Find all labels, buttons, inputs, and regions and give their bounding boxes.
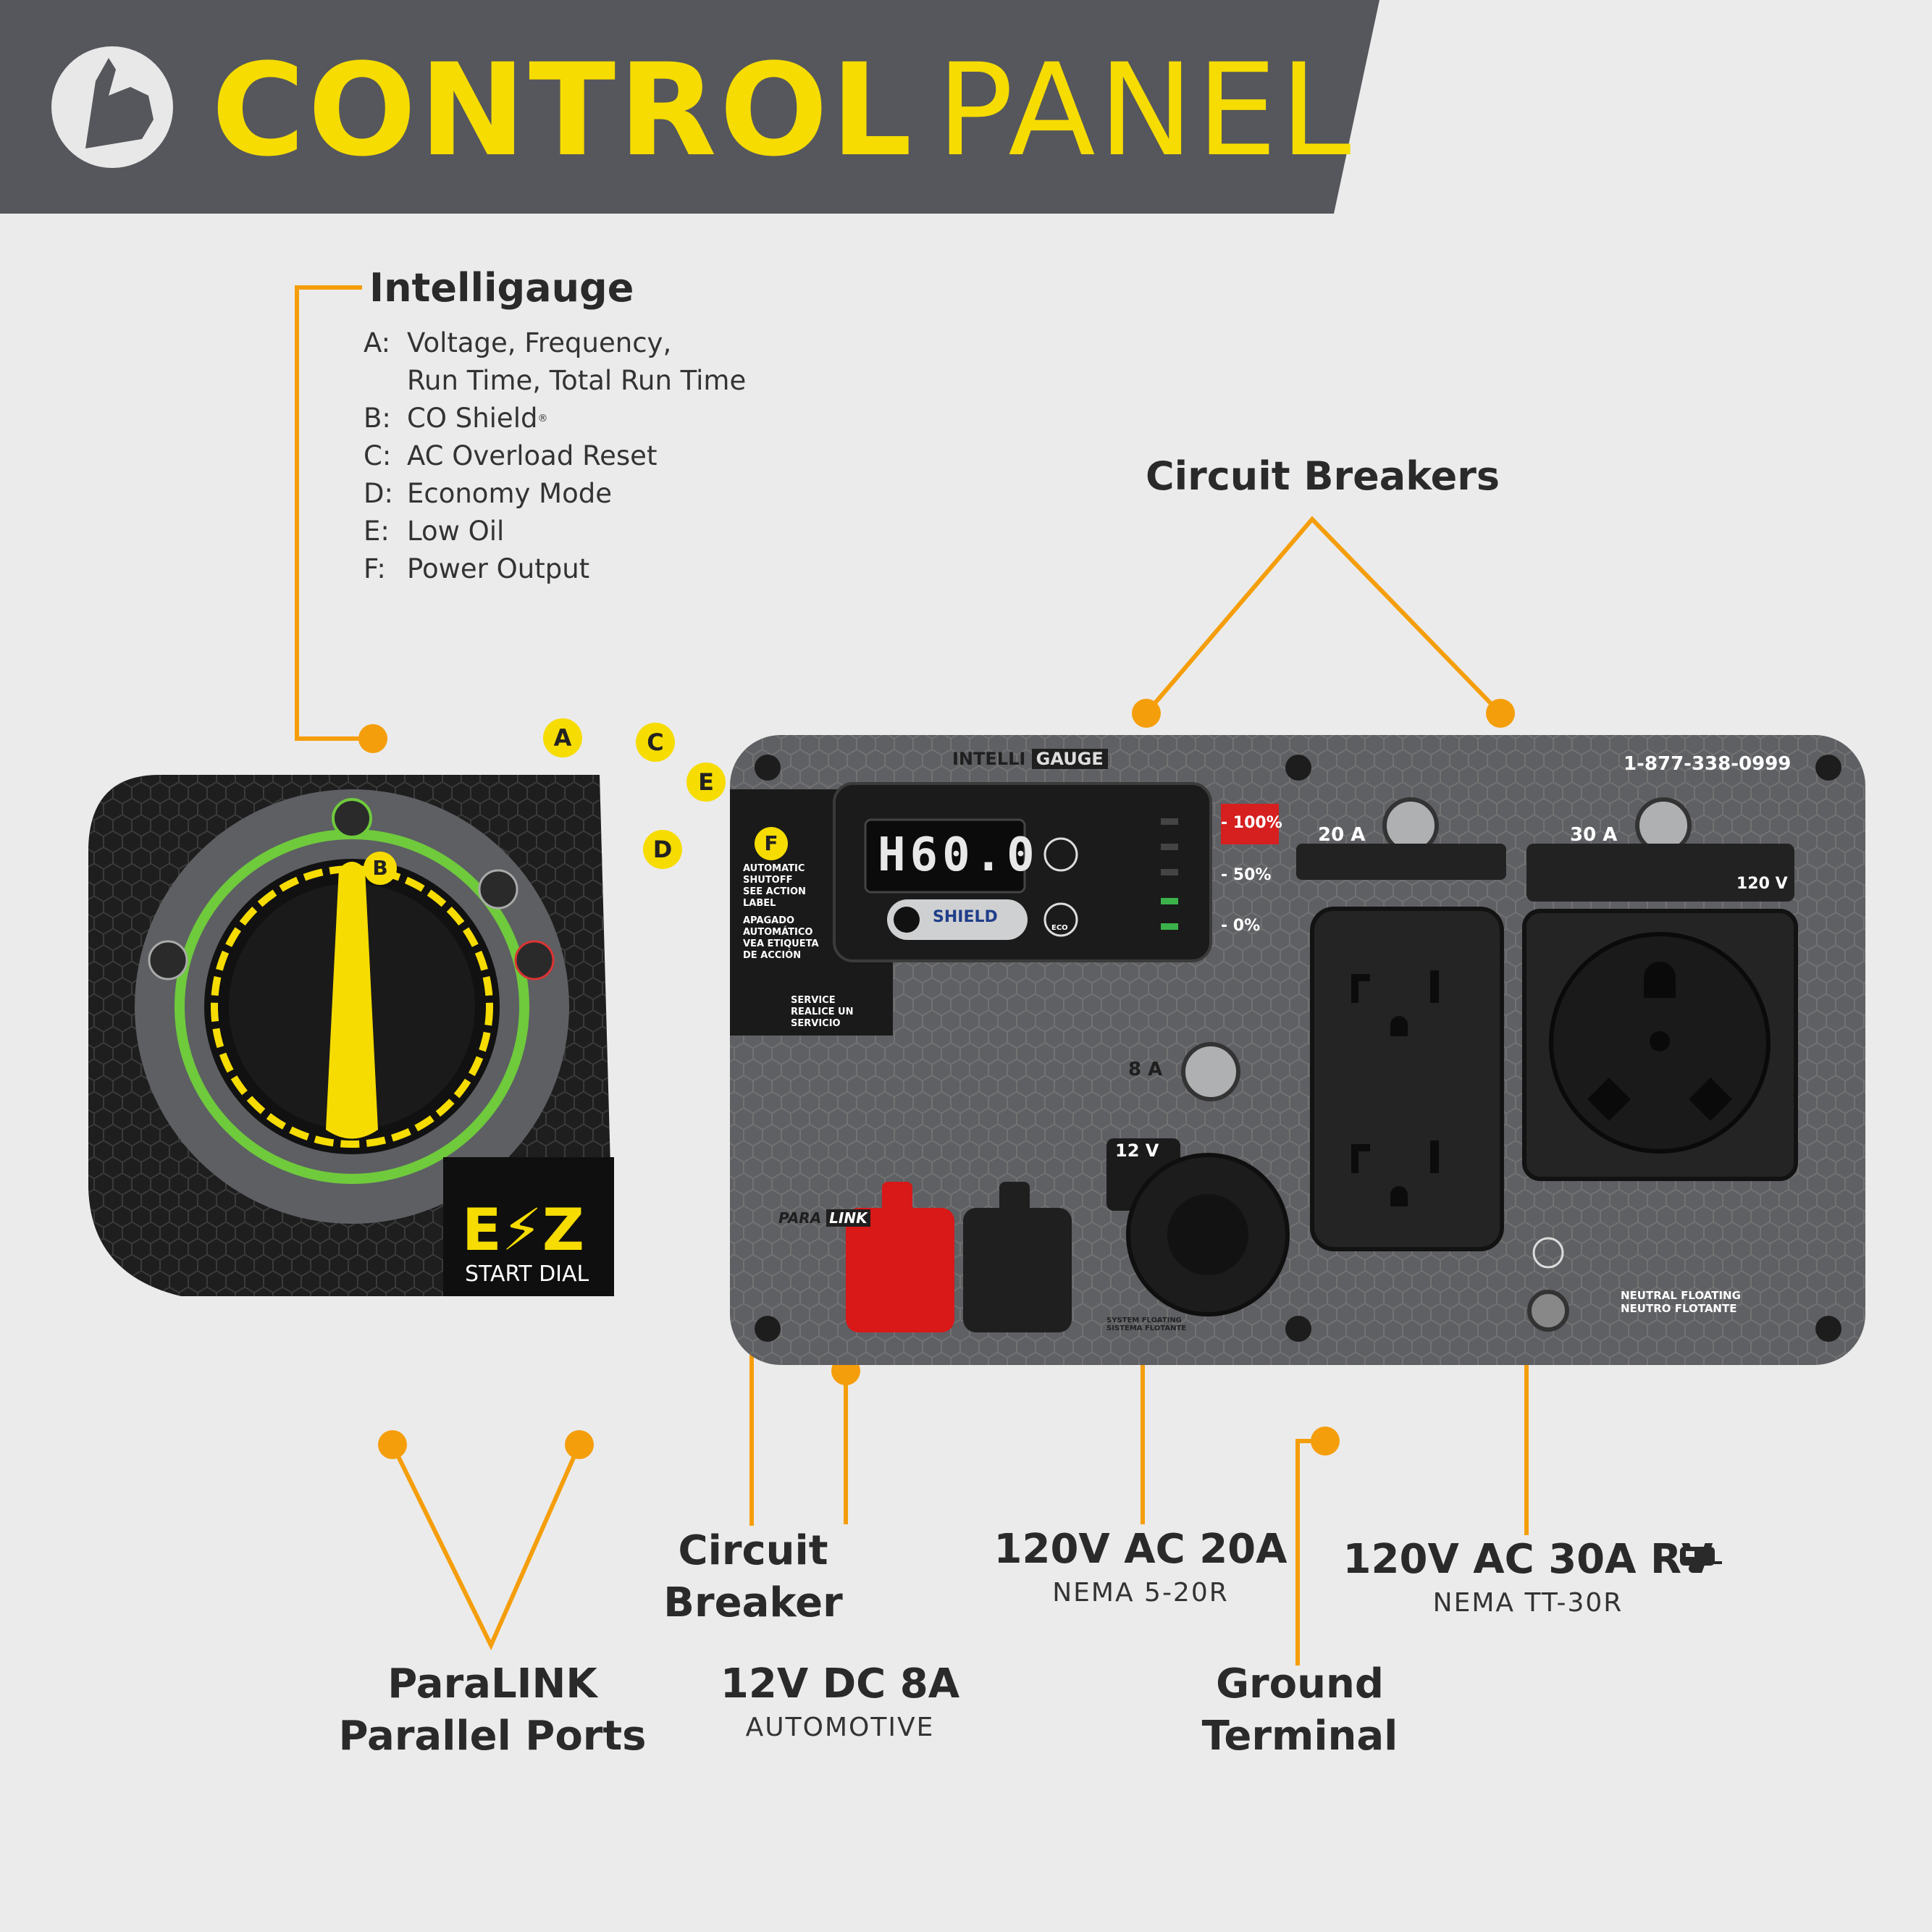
- legend-item-b: B:CO Shield®: [364, 403, 548, 434]
- panel-screws: [755, 755, 1841, 1342]
- circuit-breakers-heading: Circuit Breakers: [1146, 453, 1500, 499]
- rv-trailer-icon: [1680, 1547, 1722, 1573]
- power-50-label: - 50%: [1221, 866, 1272, 884]
- hand-pointer-icon: [51, 46, 173, 168]
- gauge-display: H60.0: [878, 828, 1039, 882]
- title-light: PANEL: [936, 36, 1354, 185]
- badge-e: E: [686, 763, 726, 802]
- breaker-8-label: 8 A: [1128, 1059, 1163, 1080]
- badge-d: D: [643, 830, 682, 869]
- dc-12v-callout: 12V DC 8A AUTOMOTIVE: [720, 1660, 960, 1742]
- legend-item-f: F:Power Output: [364, 553, 590, 584]
- legend-item-a: A:Voltage, Frequency,: [364, 327, 672, 358]
- legend-item-a-line2: Run Time, Total Run Time: [407, 365, 747, 396]
- breaker-30-label: 30 A: [1570, 824, 1618, 846]
- co-shield-label: SHIELD: [933, 908, 998, 926]
- support-phone: 1-877-338-0999: [1624, 753, 1792, 775]
- badge-c: C: [636, 723, 675, 762]
- power-0-label: - 0%: [1221, 917, 1261, 935]
- badge-a: A: [543, 718, 582, 757]
- ac-20a-callout: 120V AC 20A NEMA 5-20R: [994, 1526, 1288, 1608]
- legend-item-c: C:AC Overload Reset: [364, 440, 658, 471]
- power-100-label: - 100%: [1221, 814, 1282, 832]
- legend-item-e: E:Low Oil: [364, 516, 505, 547]
- panel-brand: INTELLI GAUGE: [952, 749, 1108, 769]
- power-level-bars: [1161, 818, 1178, 930]
- badge-f: F: [755, 827, 788, 860]
- ground-terminal-callout: Ground Terminal: [1201, 1660, 1398, 1760]
- paralink-callout: ParaLINK Parallel Ports: [338, 1660, 647, 1760]
- header-band: [0, 0, 1379, 214]
- circuit-breaker-callout: Circuit Breaker: [663, 1527, 843, 1626]
- rv-120v-label: 120 V: [1736, 875, 1788, 893]
- para-label: PARA LINK: [778, 1209, 870, 1227]
- badge-b: B: [364, 852, 397, 885]
- intelligauge-heading: Intelligauge: [369, 265, 634, 311]
- main-panel: [730, 735, 1865, 1365]
- dc-12v-label: 12 V: [1115, 1141, 1159, 1161]
- title-bold: CONTROL: [211, 36, 915, 185]
- legend-item-d: D:Economy Mode: [364, 478, 612, 509]
- start-dial-label: START DIAL: [465, 1261, 589, 1287]
- ez-logo: E⚡Z: [462, 1196, 584, 1264]
- start-dial-plate: [88, 775, 614, 1296]
- breaker-20-label: 20 A: [1318, 824, 1366, 846]
- eco-label: ECO: [1051, 924, 1068, 932]
- ac-30a-rv-callout: 120V AC 30A RV NEMA TT-30R: [1343, 1536, 1713, 1618]
- intelligauge-legend: A:Voltage, Frequency, Run Time, Total Ru…: [364, 324, 746, 588]
